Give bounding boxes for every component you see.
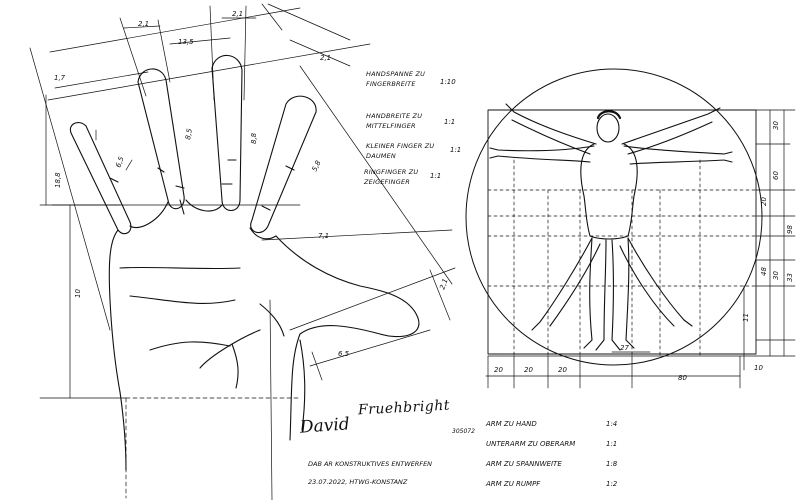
signature-first: David: [299, 414, 351, 438]
note-3-line2: Daumen: [366, 152, 396, 160]
note-2-line2: Mittelfinger: [366, 122, 416, 130]
dim-thumb-len: 7,1: [318, 232, 329, 240]
dim-right-4: 98: [786, 225, 794, 234]
dim-small: 27: [620, 344, 629, 352]
hand-dimension-lines: [29, 3, 456, 500]
dim-right-3: 20: [760, 197, 768, 206]
ratio-value-2: 1:1: [606, 440, 618, 448]
ratio-label-4: Arm zu Rumpf: [486, 480, 541, 488]
footer-line-course: DAB AR Konstruktives Entwerfen: [308, 460, 433, 468]
figure-dimension-lines: [485, 109, 796, 389]
dim-bottom-3: 20: [558, 366, 567, 374]
note-3-ratio: 1:1: [450, 146, 462, 154]
dim-thumb-width: 2,1: [320, 54, 331, 62]
dim-left-tall: 18,8: [54, 172, 62, 188]
dim-bottom-2: 20: [524, 366, 533, 374]
vitruvian-figure: [465, 68, 763, 366]
dim-wrist: 6,5: [338, 350, 350, 358]
dim-finger-width-a: 2,1: [138, 20, 149, 28]
ratio-value-1: 1:4: [606, 420, 618, 428]
dim-right-9: 10: [754, 364, 763, 372]
dim-pinky-offset: 1,7: [54, 74, 66, 82]
dim-right-5: 48: [760, 267, 768, 276]
dim-pinky-len: 6,5: [114, 155, 126, 169]
dim-right-7: 30: [772, 271, 780, 280]
footer-line-date: 23.07.2022, HTWG-Konstanz: [308, 478, 408, 486]
ratio-label-1: Arm zu Hand: [486, 420, 537, 428]
dim-middle-len: 8,8: [250, 132, 258, 144]
ratio-value-3: 1:8: [606, 460, 618, 468]
ratio-label-2: Unterarm zu Oberarm: [486, 440, 576, 448]
note-2-ratio: 1:1: [444, 118, 456, 126]
dim-thumb-side: 2,1: [438, 277, 449, 290]
note-4-ratio: 1:1: [430, 172, 442, 180]
dim-index-len: 5,8: [311, 159, 323, 173]
note-1-line2: Fingerbreite: [366, 80, 416, 88]
ratio-label-3: Arm zu Spannweite: [486, 460, 562, 468]
dim-finger-width-b: 2,1: [232, 10, 243, 18]
dim-bottom-4: 80: [678, 374, 687, 382]
dim-ring-len: 8,5: [184, 127, 194, 140]
dim-palm-len: 10: [74, 289, 82, 298]
hand-drawing: [69, 54, 420, 471]
note-3-line1: Kleiner Finger zu: [366, 142, 435, 150]
note-2-line1: Handbreite zu: [366, 112, 423, 120]
dim-right-6: 33: [786, 273, 794, 282]
note-4-line1: Ringfinger zu: [364, 168, 419, 176]
dim-right-2: 60: [772, 171, 780, 180]
ratio-value-4: 1:2: [606, 480, 618, 488]
dim-bottom-1: 20: [494, 366, 503, 374]
note-4-line2: Zeigefinger: [364, 178, 410, 186]
dim-span-top: 13,5: [178, 38, 194, 46]
dim-right-8: 11: [742, 313, 750, 322]
signature-id: 305072: [452, 428, 475, 435]
note-1-line1: Handspanne zu: [366, 70, 426, 78]
note-1-ratio: 1:10: [440, 78, 456, 86]
dim-right-1: 30: [772, 121, 780, 130]
